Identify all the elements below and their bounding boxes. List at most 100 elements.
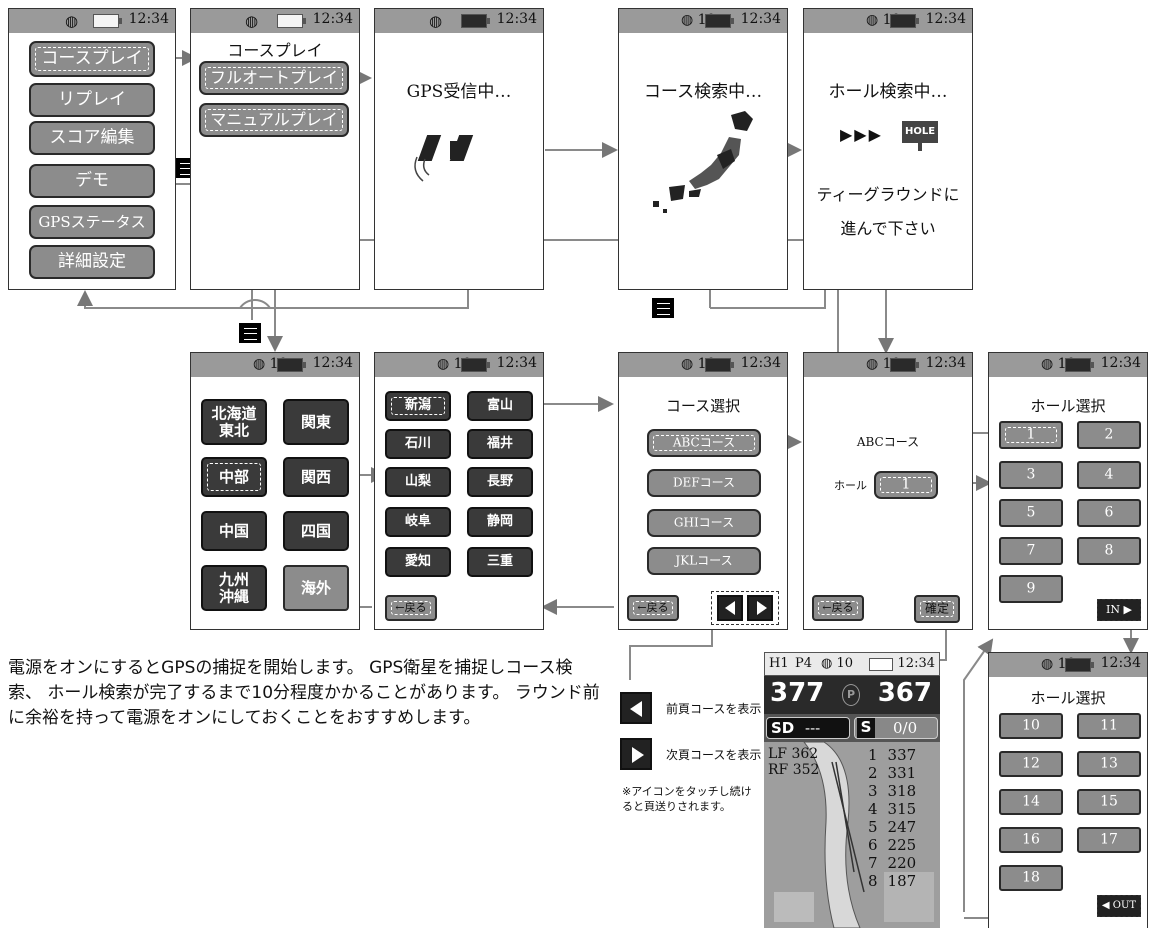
region-kyushu-okinawa-button[interactable]: 九州 沖縄 [201,565,267,611]
back-button[interactable]: ←戻る [627,595,679,621]
confirm-button[interactable]: 確定 [914,595,960,623]
region-hokkaido-tohoku-button[interactable]: 北海道 東北 [201,399,267,445]
pref-fukui-button[interactable]: 福井 [467,429,533,459]
hole-15-button[interactable]: 15 [1077,789,1141,815]
region-shikoku-button[interactable]: 四国 [283,511,349,551]
status-bar: ◍ 12:34 [375,9,543,33]
hole-6-button[interactable]: 6 [1077,499,1141,527]
distance-back: 367 [877,678,932,708]
pref-shizuoka-button[interactable]: 静岡 [467,507,533,537]
battery-icon [277,358,306,372]
menu-replay-button[interactable]: リプレイ [29,83,155,117]
hole-7-button[interactable]: 7 [999,537,1063,565]
sd-box: SD --- [766,717,850,739]
rf-distance: RF 352 [768,762,820,778]
course-abc-button[interactable]: ABCコース [647,429,761,457]
screen-title: コースプレイ [227,41,323,60]
pref-ishikawa-button[interactable]: 石川 [385,429,451,459]
target-index: 8 [868,872,878,890]
status-bar: ◍ 10 12:34 [989,653,1147,677]
region-kansai-button[interactable]: 関西 [283,457,349,497]
screen-region-select: ◍ 10 12:34 北海道 東北 関東 中部 関西 中国 四国 九州 沖縄 海… [190,352,360,630]
battery-icon [93,14,122,28]
screen-course-play: ◍ 12:34 コースプレイ フルオートプレイ マニュアルプレイ [190,8,360,290]
menu-icon[interactable] [652,298,674,318]
satellite-icon [414,135,474,182]
target-distance: 318 [887,782,917,800]
hole-14-button[interactable]: 14 [999,789,1063,815]
clock: 12:34 [312,355,353,371]
hole-8-button[interactable]: 8 [1077,537,1141,565]
hole-10-button[interactable]: 10 [999,713,1063,739]
hole-5-button[interactable]: 5 [999,499,1063,527]
course-ghi-button[interactable]: GHIコース [647,509,761,537]
menu-gps-status-button[interactable]: GPSステータス [29,205,155,239]
hole-13-button[interactable]: 13 [1077,751,1141,777]
pref-toyama-button[interactable]: 富山 [467,391,533,421]
hole-17-button[interactable]: 17 [1077,827,1141,853]
target-index: 7 [868,854,878,872]
battery-icon [890,14,919,28]
battery-icon [705,358,734,372]
target-index: 6 [868,836,878,854]
course-jkl-button[interactable]: JKLコース [647,547,761,575]
hole-16-button[interactable]: 16 [999,827,1063,853]
region-kanto-button[interactable]: 関東 [283,399,349,445]
pref-mie-button[interactable]: 三重 [467,547,533,577]
prev-page-button[interactable] [717,595,743,621]
region-chugoku-button[interactable]: 中国 [201,511,267,551]
hole-3-button[interactable]: 3 [999,461,1063,489]
pin-icon: P [842,684,860,706]
clock: 12:34 [312,11,353,27]
hole-sign-icon: HOLE [902,121,938,143]
hole-18-button[interactable]: 18 [999,865,1063,891]
hole-number: H1 [769,656,789,671]
next-page-button[interactable] [747,595,773,621]
pref-yamanashi-button[interactable]: 山梨 [385,467,451,497]
screen-hole-select-back: ◍ 10 12:34 ホール選択 10 11 12 13 14 15 16 17… [988,652,1148,928]
menu-course-play-button[interactable]: コースプレイ [29,41,155,77]
hole-number-field[interactable]: 1 [874,471,938,499]
clock: 12:34 [496,355,537,371]
legend-next-text: 次頁コースを表示 [666,748,762,762]
target-distance: 331 [887,764,917,782]
screen-title: ホール選択 [1030,689,1106,707]
target-distance: 187 [887,872,917,890]
hole-4-button[interactable]: 4 [1077,461,1141,489]
globe-icon: ◍ [429,12,443,30]
menu-icon[interactable] [239,323,261,343]
region-chubu-button[interactable]: 中部 [201,457,267,497]
menu-demo-button[interactable]: デモ [29,164,155,198]
pref-aichi-button[interactable]: 愛知 [385,547,451,577]
menu-score-edit-button[interactable]: スコア編集 [29,121,155,155]
back-button[interactable]: ←戻る [385,595,437,621]
hole-11-button[interactable]: 11 [1077,713,1141,739]
pref-niigata-button[interactable]: 新潟 [385,391,451,421]
clock: 12:34 [496,11,537,27]
menu-settings-button[interactable]: 詳細設定 [29,245,155,279]
hole-12-button[interactable]: 12 [999,751,1063,777]
status-bar: ◍ 10 12:34 [619,9,787,33]
out-button[interactable]: ◀ OUT [1097,895,1141,917]
pref-gifu-button[interactable]: 岐阜 [385,507,451,537]
screen-title: ホール選択 [1030,397,1106,415]
target-index: 1 [868,746,878,764]
hole-2-button[interactable]: 2 [1077,421,1141,449]
hole-1-button[interactable]: 1 [999,421,1063,449]
clock: 12:34 [740,11,781,27]
japan-map-icon [653,111,753,213]
full-auto-play-button[interactable]: フルオートプレイ [199,61,349,95]
hole-9-button[interactable]: 9 [999,575,1063,603]
screen-main-menu: ◍ 12:34 コースプレイ リプレイ スコア編集 デモ GPSステータス 詳細… [8,8,176,290]
region-overseas-button[interactable]: 海外 [283,565,349,611]
back-button[interactable]: ←戻る [812,595,864,621]
in-button[interactable]: IN ▶ [1097,599,1141,621]
manual-play-button[interactable]: マニュアルプレイ [199,103,349,137]
clock: 12:34 [740,355,781,371]
legend-note: ※アイコンをタッチし続け ると頁送りされます。 [622,785,752,813]
screen-confirm-hole: ◍ 10 12:34 ABCコース ホール 1 ←戻る 確定 [803,352,973,630]
pref-nagano-button[interactable]: 長野 [467,467,533,497]
status-bar: ◍ 10 12:34 [619,353,787,377]
course-def-button[interactable]: DEFコース [647,469,761,497]
